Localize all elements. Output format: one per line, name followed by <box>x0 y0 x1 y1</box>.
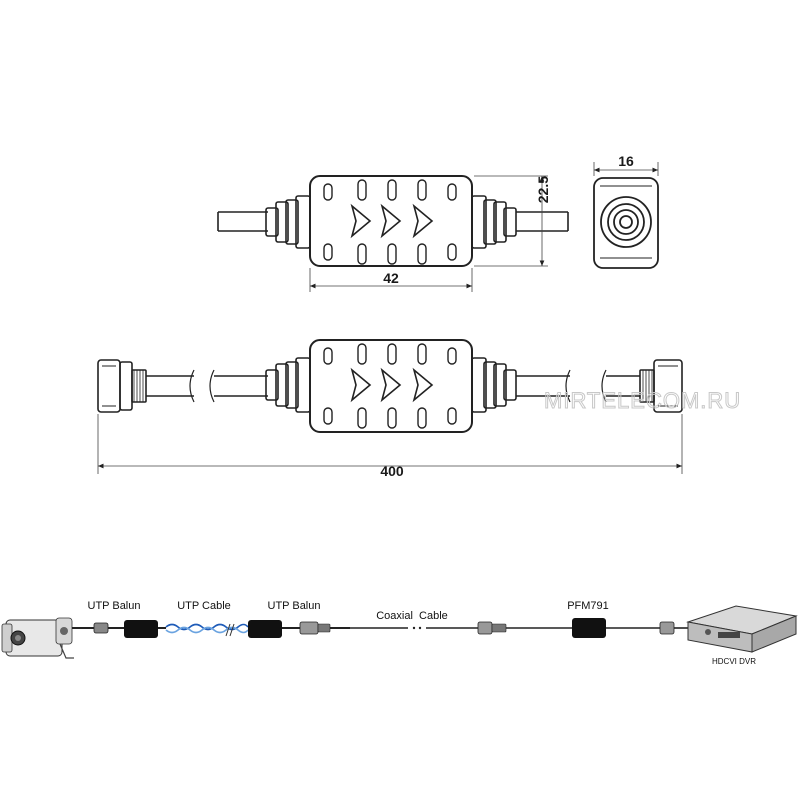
dim-width-label: 16 <box>618 153 634 169</box>
dim-height-label: 22.5 <box>535 176 551 203</box>
coaxial-cable-label: Coaxial Cable <box>376 610 448 622</box>
utp-cable-label: UTP Cable <box>177 600 231 612</box>
watermark-text: MIRTELECOM.RU <box>544 388 741 413</box>
camera-icon <box>1 617 74 659</box>
total-dimension-line <box>97 414 683 474</box>
utp-twisted-cable <box>165 623 249 637</box>
pfm791-icon <box>572 618 606 638</box>
dim-length-label: 42 <box>383 270 399 286</box>
dvr-icon <box>686 605 798 653</box>
utp-balun-right-label: UTP Balun <box>268 600 321 612</box>
balun-full-length-view <box>97 339 683 433</box>
balun-end-view <box>593 177 659 269</box>
balun-side-view <box>217 175 569 267</box>
utp-balun-left-label: UTP Balun <box>88 600 141 612</box>
dvr-label: HDCVI DVR <box>712 657 756 666</box>
connection-diagram: UTP Balun UTP Cable UTP Balun Coaxial Ca… <box>1 600 798 666</box>
dimension-lines <box>309 175 548 292</box>
utp-balun-right-icon <box>248 620 282 638</box>
utp-balun-left-icon <box>124 620 158 638</box>
dim-total-label: 400 <box>380 463 404 479</box>
pfm791-label: PFM791 <box>567 600 609 612</box>
